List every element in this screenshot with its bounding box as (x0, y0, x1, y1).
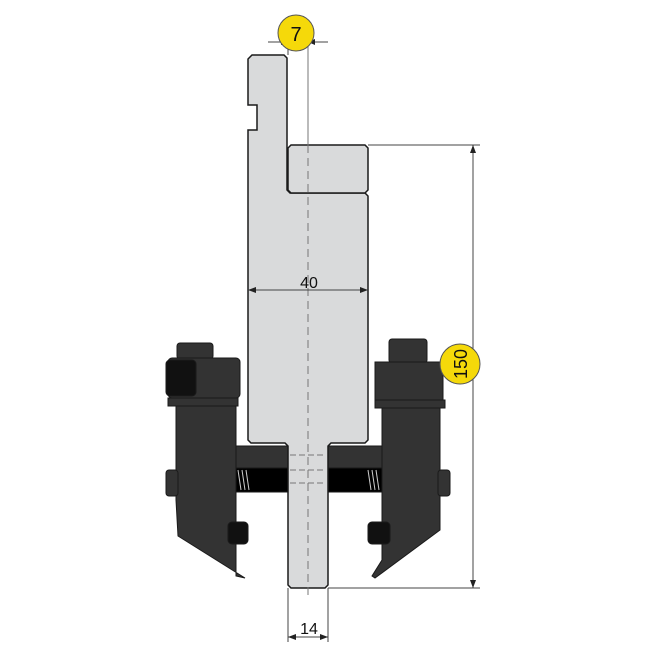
right-clamp (327, 338, 451, 579)
dim-body-width: 40 (300, 275, 318, 292)
dim-tip-offset: 7 (290, 24, 301, 46)
centerline (290, 38, 326, 600)
upper-block (287, 144, 369, 194)
badge-height (439, 343, 481, 385)
badge-tip-offset (277, 14, 315, 52)
spring-icon (237, 469, 380, 491)
dim-height: 150 (451, 349, 471, 379)
dim-tang-width: 14 (300, 621, 318, 638)
